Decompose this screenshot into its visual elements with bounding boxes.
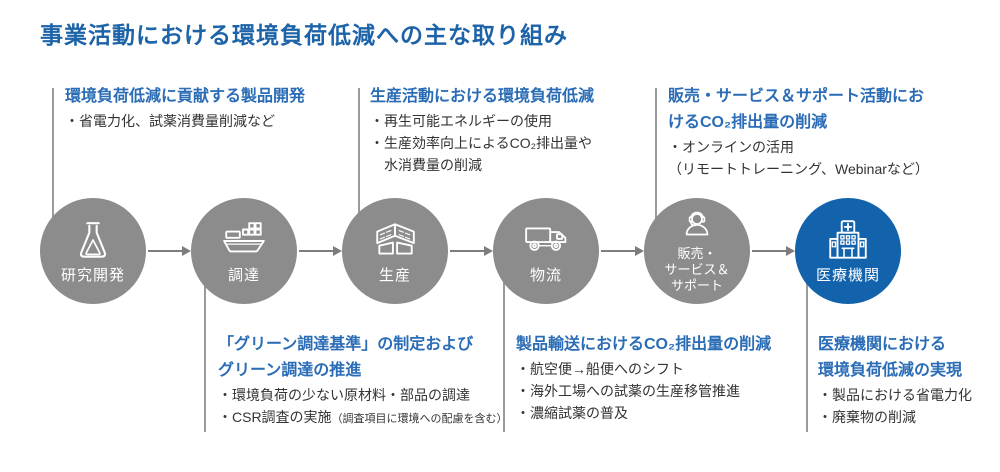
annotation-heading: 「グリーン調達基準」の制定および bbox=[218, 336, 474, 353]
stage-medical-institution: 医療機関 bbox=[795, 198, 901, 304]
connector-line-production bbox=[358, 88, 360, 220]
hospital-icon bbox=[825, 218, 871, 264]
container-ship-icon bbox=[221, 218, 267, 264]
stage-label: 生産 bbox=[378, 266, 411, 284]
truck-icon bbox=[523, 218, 569, 264]
connector-line-sales bbox=[655, 88, 657, 224]
flask-icon bbox=[70, 218, 116, 264]
stage-label: 調達 bbox=[227, 266, 260, 284]
annotation-bullet: （リモートトレーニング、Webinarなど） bbox=[668, 161, 929, 177]
annotation-bullet: ・オンラインの活用 bbox=[668, 139, 794, 155]
annotation-bullet: ・濃縮試薬の普及 bbox=[516, 405, 628, 421]
connector-line-research bbox=[52, 88, 54, 220]
annotation-bullet: ・省電力化、試薬消費量削減など bbox=[65, 113, 275, 129]
stage-research-development: 研究開発 bbox=[40, 198, 146, 304]
annotation-bullet: ・航空便→船便へのシフト bbox=[516, 361, 684, 377]
annotation-heading: グリーン調達の推進 bbox=[218, 362, 362, 379]
annotation-bullet: ・CSR調査の実施（調査項目に環境への配慮を含む） bbox=[218, 406, 508, 430]
annotation-bullet: ・製品における省電力化 bbox=[818, 387, 972, 403]
annotation-green-procurement: 「グリーン調達基準」の制定および グリーン調達の推進 ・環境負荷の少ない原材料・… bbox=[218, 332, 508, 430]
stage-production: 生産 bbox=[342, 198, 448, 304]
flow-arrow bbox=[752, 246, 795, 256]
annotation-heading: 環境負荷低減の実現 bbox=[818, 362, 963, 379]
annotation-heading: 医療機関における bbox=[818, 336, 947, 353]
connector-line-logistics bbox=[503, 282, 505, 432]
annotation-bullet: ・海外工場への試薬の生産移管推進 bbox=[516, 383, 740, 399]
stage-label: 医療機関 bbox=[815, 266, 880, 284]
factory-icon bbox=[372, 218, 418, 264]
page-title: 事業活動における環境負荷低減への主な取り組み bbox=[40, 22, 568, 48]
annotation-medical-institution: 医療機関における 環境負荷低減の実現 ・製品における省電力化 ・廃棄物の削減 bbox=[818, 332, 972, 428]
annotation-bullet: 水消費量の削減 bbox=[370, 157, 482, 173]
annotation-bullet: ・再生可能エネルギーの使用 bbox=[370, 113, 552, 129]
annotation-transport-co2: 製品輸送におけるCO₂排出量の削減 ・航空便→船便へのシフト ・海外工場への試薬… bbox=[516, 332, 771, 424]
stage-label: 物流 bbox=[529, 266, 562, 284]
stage-label: 販売・ bbox=[677, 245, 717, 261]
annotation-bullet: ・環境負荷の少ない原材料・部品の調達 bbox=[218, 387, 470, 403]
annotation-heading: けるCO₂排出量の削減 bbox=[668, 114, 828, 131]
annotation-heading: 生産活動における環境負荷低減 bbox=[370, 88, 595, 105]
stage-label: 研究開発 bbox=[60, 266, 125, 284]
annotation-production-activity: 生産活動における環境負荷低減 ・再生可能エネルギーの使用 ・生産効率向上によるC… bbox=[370, 84, 594, 176]
annotation-heading: 製品輸送におけるCO₂排出量の削減 bbox=[516, 336, 772, 353]
stage-procurement: 調達 bbox=[191, 198, 297, 304]
annotation-bullet-note: （調査項目に環境への配慮を含む） bbox=[331, 413, 508, 425]
flow-arrow bbox=[601, 246, 644, 256]
annotation-bullet: ・生産効率向上によるCO₂排出量や bbox=[370, 135, 593, 151]
flow-arrow bbox=[299, 246, 342, 256]
stage-logistics: 物流 bbox=[493, 198, 599, 304]
headset-operator-icon bbox=[680, 209, 714, 243]
annotation-heading: 販売・サービス＆サポート活動にお bbox=[668, 88, 925, 105]
annotation-sales-support-activity: 販売・サービス＆サポート活動にお けるCO₂排出量の削減 ・オンラインの活用 （… bbox=[668, 84, 929, 180]
flow-arrow bbox=[450, 246, 493, 256]
annotation-heading: 環境負荷低減に貢献する製品開発 bbox=[65, 88, 306, 105]
stage-label: サポート bbox=[670, 277, 723, 293]
annotation-product-development: 環境負荷低減に貢献する製品開発 ・省電力化、試薬消費量削減など bbox=[65, 84, 305, 132]
annotation-bullet-text: ・CSR調査の実施 bbox=[218, 409, 332, 425]
connector-line-medical bbox=[806, 282, 808, 432]
flow-arrow bbox=[148, 246, 191, 256]
connector-line-procurement bbox=[204, 282, 206, 432]
annotation-bullet: ・廃棄物の削減 bbox=[818, 409, 916, 425]
stage-sales-service-support: 販売・ サービス＆ サポート bbox=[644, 198, 750, 304]
stage-label: サービス＆ bbox=[664, 261, 730, 277]
